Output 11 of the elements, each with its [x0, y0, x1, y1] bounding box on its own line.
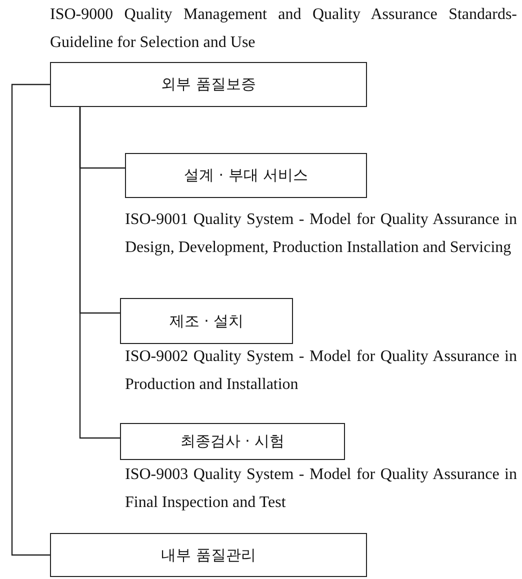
process-box: 내부 품질관리 — [50, 533, 367, 577]
process-box: 설계 · 부대 서비스 — [125, 153, 367, 198]
connector-line — [79, 107, 120, 439]
title: ISO-9000 Quality Management and Quality Assurance Standards-Guideline for Selection and Use — [50, 5, 517, 53]
connector-line — [11, 84, 50, 556]
process-box: 외부 품질보증 — [50, 62, 367, 107]
description-text: ISO-9001 Quality System - Model for Quality Assurance in Design, Development, Production Installation and Servicing — [125, 210, 517, 258]
process-box: 제조 · 설치 — [120, 298, 293, 344]
description-text: ISO-9003 Quality System - Model for Quality Assurance in Final Inspection and Test — [125, 465, 517, 513]
description-text: ISO-9002 Quality System - Model for Quality Assurance in Production and Installation — [125, 347, 517, 395]
process-box: 최종검사 · 시험 — [120, 423, 345, 460]
